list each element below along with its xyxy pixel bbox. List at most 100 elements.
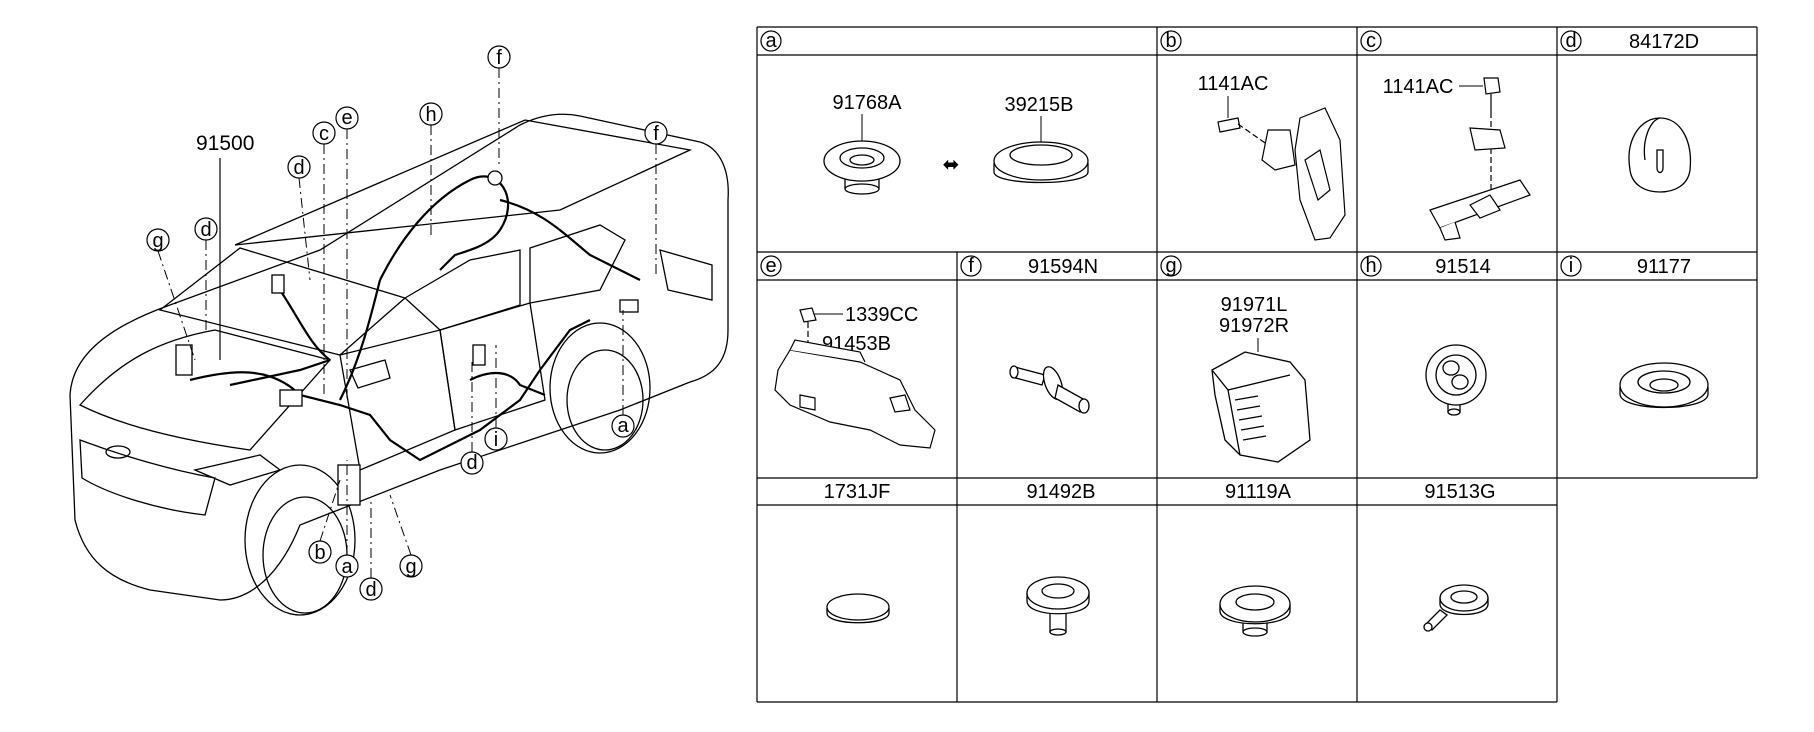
cell-a-letter: a xyxy=(765,30,777,52)
vehicle-illustration xyxy=(69,113,729,616)
grommet-91594N-drawing xyxy=(1009,365,1090,414)
callout-f-top-letter: f xyxy=(496,47,502,69)
part-91768A: 91768A xyxy=(833,92,903,114)
callout-c: c xyxy=(312,121,336,398)
callout-h-letter: h xyxy=(425,104,436,126)
callout-g-left: g xyxy=(146,228,196,361)
part-91971L: 91971L xyxy=(1221,294,1288,316)
callout-g-bottom-letter: g xyxy=(405,556,416,578)
vehicle-front-wheel-arch xyxy=(244,464,356,616)
bracket-c-drawing xyxy=(1429,77,1531,241)
grommet-91119A-drawing xyxy=(1219,585,1291,637)
part-1141AC-b: 1141AC xyxy=(1198,73,1269,95)
connector-rear-quarter xyxy=(619,299,639,313)
part-91514: 91514 xyxy=(1435,256,1491,278)
harness-main-front xyxy=(189,319,591,462)
harness-rear-door xyxy=(469,372,546,397)
cell-g-letter: g xyxy=(1165,255,1176,277)
wiring-harness xyxy=(189,175,641,462)
connector-kick-panel xyxy=(337,464,361,506)
callout-d-left-letter: d xyxy=(200,219,211,241)
cell-e-letter: e xyxy=(765,255,776,277)
grommet-91513G-drawing xyxy=(1423,584,1489,632)
part-91177: 91177 xyxy=(1637,256,1691,278)
cell-h: h 91514 xyxy=(1360,255,1491,416)
callout-b-bottom-letter: b xyxy=(314,542,325,564)
callout-g-bottom: g xyxy=(389,494,423,578)
junction-box-drawing xyxy=(1211,351,1311,463)
cell-i: i 91177 xyxy=(1560,255,1709,409)
connector-cowl xyxy=(279,389,303,407)
harness-roof-rear xyxy=(499,198,641,281)
cell-91513G: 91513G xyxy=(1423,481,1496,632)
cell-b: b 1141AC xyxy=(1160,30,1346,241)
cell-d: d 84172D xyxy=(1560,30,1699,193)
vehicle-roof xyxy=(234,119,693,246)
grommet-91177-drawing xyxy=(1619,362,1709,409)
callout-e-letter: e xyxy=(341,107,352,129)
part-91119A: 91119A xyxy=(1225,481,1292,503)
callout-f-right: f xyxy=(644,121,668,275)
callout-e: e xyxy=(335,106,359,398)
interchangeable-arrow-icon: ⬌ xyxy=(943,154,960,176)
part-91492B: 91492B xyxy=(1027,481,1096,503)
callout-h: h xyxy=(419,102,443,235)
harness-cowl xyxy=(229,358,331,387)
callout-c-letter: c xyxy=(319,123,329,145)
cell-f-letter: f xyxy=(968,255,974,277)
callout-d-bottom-letter: d xyxy=(365,579,376,601)
callout-f-top: f xyxy=(487,45,511,168)
cell-b-letter: b xyxy=(1165,30,1176,52)
vehicle-grille xyxy=(79,439,216,516)
connector-roof-grommet xyxy=(487,170,503,186)
cell-1731JF: 1731JF xyxy=(824,481,891,624)
callout-d-mid: d xyxy=(460,360,484,475)
grommet-91514-drawing xyxy=(1425,344,1487,416)
main-harness-part-number: 91500 xyxy=(196,132,254,155)
callout-i-letter: i xyxy=(494,429,498,451)
callout-d-left: d xyxy=(194,217,218,330)
vehicle-logo xyxy=(105,445,131,459)
harness-dash xyxy=(279,289,331,361)
part-91594N: 91594N xyxy=(1028,256,1098,278)
vehicle-body-outline xyxy=(69,113,729,601)
connector-dash xyxy=(271,274,285,294)
vehicle-rear-wheel-arch xyxy=(549,322,651,454)
cell-e: e 1339CC 91453B xyxy=(760,255,936,449)
callout-a-right: a xyxy=(611,310,635,438)
part-91972R: 91972R xyxy=(1219,315,1289,337)
grommet-91768A-drawing xyxy=(823,140,901,195)
vehicle-rear-wheel xyxy=(566,349,644,451)
cell-g: g 91971L 91972R xyxy=(1160,255,1311,463)
part-1731JF: 1731JF xyxy=(824,481,891,503)
callout-f-right-letter: f xyxy=(653,123,659,145)
grommet-91492B-drawing xyxy=(1026,576,1090,636)
callout-i: i xyxy=(484,345,508,451)
callout-a-bottom-letter: a xyxy=(341,556,353,578)
harness-a-pillar xyxy=(339,279,382,401)
bracket-91453B-drawing xyxy=(774,307,936,449)
grommet-39215B-drawing xyxy=(993,141,1089,184)
cell-a: a 91768A 39215B ⬌ xyxy=(760,30,1089,195)
callout-d-mid-letter: d xyxy=(466,452,477,474)
cell-c-letter: c xyxy=(1366,30,1376,52)
callout-d-upper-letter: d xyxy=(293,157,304,179)
vehicle-tail-light xyxy=(659,249,713,301)
callout-d-bottom: d xyxy=(359,500,383,601)
part-91513G: 91513G xyxy=(1424,481,1495,503)
vehicle-rear-door xyxy=(439,302,546,431)
part-84172D: 84172D xyxy=(1629,31,1699,53)
vehicle-mirror xyxy=(349,359,391,389)
part-1141AC-c: 1141AC xyxy=(1383,76,1454,98)
harness-connectors xyxy=(175,170,639,506)
part-39215B: 39215B xyxy=(1005,94,1074,116)
vehicle-side-window-front xyxy=(403,249,521,331)
callout-b-bottom: b xyxy=(308,479,341,564)
vehicle-front-door xyxy=(339,329,456,471)
vehicle-side-window-rear xyxy=(529,224,626,304)
callout-a-bottom: a xyxy=(335,460,359,578)
harness-roof xyxy=(379,175,510,281)
connector-left-fender xyxy=(175,344,193,376)
